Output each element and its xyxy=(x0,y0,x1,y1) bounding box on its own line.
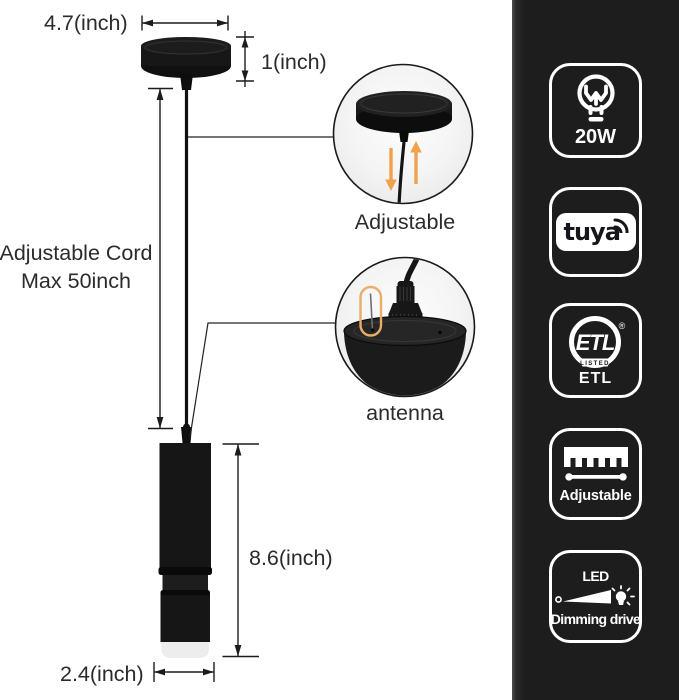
cord-length-label: Adjustable Cord Max 50inch xyxy=(0,239,154,295)
dimension-body-diameter xyxy=(153,662,215,682)
etl-listed-banner-text: LISTED xyxy=(580,361,610,367)
body-diameter-label: 2.4(inch) xyxy=(60,662,144,686)
dimension-cord-length xyxy=(148,87,173,430)
canopy-strain-relief xyxy=(180,74,193,90)
tuya-logo-text: tuya xyxy=(563,218,621,246)
badge-tuya: tuya xyxy=(549,187,642,277)
wattage-label: 20W xyxy=(574,125,617,148)
dimming-wedge-icon xyxy=(554,585,635,606)
features-panel: 20W tuya ETL ® LISTED ETL xyxy=(512,0,679,700)
badge-etl: ETL ® LISTED ETL xyxy=(549,303,642,398)
antenna-highlight xyxy=(359,285,383,337)
dimming-drive-label: Dimming drive xyxy=(550,611,641,627)
callout-canopy-circle xyxy=(332,63,474,205)
canopy-height-label: 1(inch) xyxy=(261,50,327,74)
dimension-canopy-width xyxy=(141,15,229,31)
cord-length-label-line2: Max 50inch xyxy=(21,269,131,293)
wifi-arcs-icon xyxy=(613,218,629,233)
ruler-icon xyxy=(563,446,628,481)
lamp-top-dome xyxy=(344,332,466,396)
etl-label: ETL xyxy=(578,370,613,387)
badge-wattage: 20W xyxy=(549,63,642,158)
cord-length-label-line1: Adjustable Cord xyxy=(0,241,153,265)
antenna-callout-label: antenna xyxy=(366,401,444,425)
callout-antenna-circle xyxy=(334,256,476,398)
registered-mark-icon: ® xyxy=(618,321,625,331)
antenna-needle xyxy=(369,293,374,331)
etl-mark-text: ETL xyxy=(575,330,614,355)
lamp-body xyxy=(158,423,212,658)
badge-adjustable: Adjustable xyxy=(549,428,642,520)
up-arrow-icon xyxy=(410,141,422,184)
shining-bulb-icon xyxy=(611,585,635,606)
lamp-diffuser xyxy=(161,642,209,658)
lamp-cord-connector xyxy=(181,427,192,443)
led-label: LED xyxy=(582,568,609,584)
pendant-light-diagram xyxy=(141,15,476,682)
ceiling-canopy xyxy=(141,37,231,90)
dimension-canopy-height xyxy=(236,31,254,87)
etl-listed-mark: ETL ® LISTED xyxy=(568,316,625,368)
tuya-logo: tuya xyxy=(555,213,636,251)
canopy-callout-label: Adjustable xyxy=(354,210,456,234)
light-bulb-icon xyxy=(576,73,615,121)
adjustable-label: Adjustable xyxy=(559,487,632,504)
badge-led: LED Dimming drive xyxy=(549,550,642,643)
leader-line-antenna-callout xyxy=(189,322,336,438)
dimension-body-height xyxy=(222,443,259,658)
canopy-width-label: 4.7(inch) xyxy=(44,11,128,35)
down-arrow-icon xyxy=(385,148,397,191)
body-height-label: 8.6(inch) xyxy=(249,546,333,570)
